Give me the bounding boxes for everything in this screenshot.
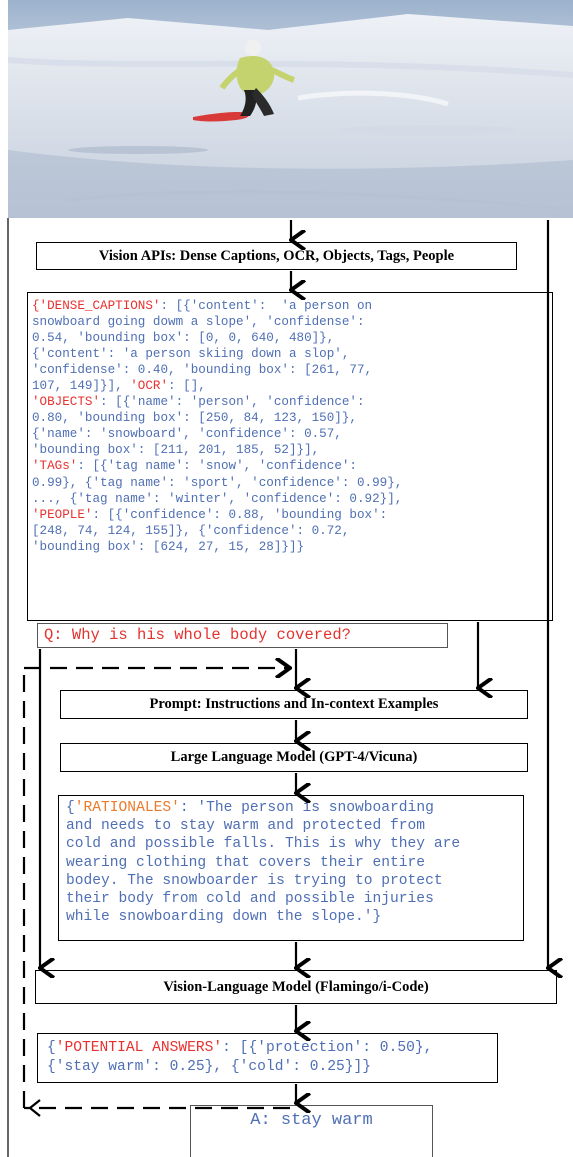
code-text: : [{'confidence': 0.88, 'bounding box':: [92, 507, 388, 522]
vision-apis-box: Vision APIs: Dense Captions, OCR, Object…: [36, 242, 517, 270]
code-line: {'POTENTIAL ANSWERS': [{'protection': 0.…: [47, 1039, 497, 1058]
code-text: 0.54, 'bounding box': [0, 0, 640, 480]},: [32, 331, 335, 346]
code-line: 'confidense': 0.40, 'bounding box': [261…: [32, 362, 552, 378]
code-text: {'content': 'a person skiing down a slop…: [32, 347, 350, 362]
code-text: 'bounding box': [624, 27, 15, 28]}]}: [32, 539, 305, 554]
code-text: {'name': 'snowboard', 'confidence': 0.57…: [32, 427, 342, 442]
code-text: while snowboarding down the slope.'}: [66, 909, 382, 926]
snowboarder-photo: [8, 0, 573, 218]
vlm-box: Vision-Language Model (Flamingo/i-Code): [35, 970, 557, 1004]
code-text: {: [47, 1040, 56, 1056]
code-text: 0.99}, {'tag name': 'sport', 'confidence…: [32, 475, 403, 490]
code-line: 0.99}, {'tag name': 'sport', 'confidence…: [32, 475, 552, 491]
code-line: 'bounding box': [211, 201, 185, 52]}],: [32, 442, 552, 458]
code-text: and needs to stay warm and protected fro…: [66, 818, 426, 835]
code-text: cold and possible falls. This is why the…: [66, 836, 461, 853]
code-line: {'DENSE_CAPTIONS': [{'content': 'a perso…: [32, 298, 552, 314]
code-line: bodey. The snowboarder is trying to prot…: [66, 872, 523, 890]
code-line: 'PEOPLE': [{'confidence': 0.88, 'boundin…: [32, 507, 552, 523]
code-line: and needs to stay warm and protected fro…: [66, 817, 523, 835]
code-text: bodey. The snowboarder is trying to prot…: [66, 872, 443, 889]
code-line: 0.80, 'bounding box': [250, 84, 123, 150…: [32, 410, 552, 426]
prompt-box: Prompt: Instructions and In-context Exam…: [60, 690, 528, 719]
dashed-loop-arrowhead: [28, 1099, 41, 1117]
code-text: {'stay warm': 0.25}, {'cold': 0.25}]}: [47, 1058, 372, 1075]
code-key: 'OCR': [130, 379, 169, 394]
potential-answers-box: {'POTENTIAL ANSWERS': [{'protection': 0.…: [37, 1033, 498, 1083]
code-line: [248, 74, 124, 155]}, {'confidence': 0.7…: [32, 523, 552, 539]
answer-text: A: stay warm: [250, 1111, 373, 1130]
code-key: 'TAGs': [32, 459, 78, 474]
question-text: Q: Why is his whole body covered?: [37, 623, 448, 648]
code-line: {'name': 'snowboard', 'confidence': 0.57…: [32, 426, 552, 442]
code-line: wearing clothing that covers their entir…: [66, 854, 523, 872]
code-line: {'RATIONALES': 'The person is snowboardi…: [66, 799, 523, 817]
code-text: : [{'name': 'person', 'confidence':: [100, 395, 365, 410]
code-line: snowboard going dowm a slope', 'confiden…: [32, 314, 552, 330]
code-text: 0.80, 'bounding box': [250, 84, 123, 150…: [32, 411, 357, 426]
code-text: 'confidense': 0.40, 'bounding box': [261…: [32, 363, 373, 378]
code-line: ..., {'tag name': 'winter', 'confidence'…: [32, 491, 552, 507]
code-text: {: [66, 800, 75, 816]
code-line: 'bounding box': [624, 27, 15, 28]}]}: [32, 539, 552, 555]
code-text: snowboard going dowm a slope', 'confiden…: [32, 315, 365, 330]
code-text: : [{'tag name': 'snow', 'confidence':: [77, 459, 357, 474]
code-key: 'POTENTIAL ANSWERS': [55, 1040, 223, 1056]
vision-apis-label: Vision APIs: Dense Captions, OCR, Object…: [98, 247, 455, 264]
llm-label: Large Language Model (GPT-4/Vicuna): [170, 749, 418, 765]
potential-answers-text: {'POTENTIAL ANSWERS': [{'protection': 0.…: [47, 1039, 497, 1076]
code-line: cold and possible falls. This is why the…: [66, 835, 523, 853]
code-text: : [],: [168, 379, 206, 394]
code-text: ..., {'tag name': 'winter', 'confidence'…: [32, 491, 403, 506]
code-line: their body from cold and possible injuri…: [66, 890, 523, 908]
code-line: 'OBJECTS': [{'name': 'person', 'confiden…: [32, 394, 552, 410]
code-line: {'stay warm': 0.25}, {'cold': 0.25}]}: [47, 1058, 497, 1077]
answer-box: A: stay warm: [190, 1105, 433, 1157]
code-key: {'DENSE_CAPTIONS': [32, 299, 161, 313]
vision-output-text: {'DENSE_CAPTIONS': [{'content': 'a perso…: [32, 298, 552, 555]
llm-box: Large Language Model (GPT-4/Vicuna): [60, 743, 528, 772]
code-text: : [{'protection': 0.50},: [222, 1040, 433, 1056]
code-line: {'content': 'a person skiing down a slop…: [32, 346, 552, 362]
code-text: : [{'content': 'a person on: [160, 299, 373, 313]
code-line: 'TAGs': [{'tag name': 'snow', 'confidenc…: [32, 458, 552, 474]
code-text: : 'The person is snowboarding: [179, 800, 434, 816]
code-text: 107, 149]}],: [32, 379, 131, 394]
vlm-label: Vision-Language Model (Flamingo/i-Code): [163, 978, 429, 995]
code-line: 107, 149]}], 'OCR': [],: [32, 378, 552, 394]
rationale-text: {'RATIONALES': 'The person is snowboardi…: [66, 799, 523, 926]
code-key: 'PEOPLE': [32, 507, 93, 522]
code-text: their body from cold and possible injuri…: [66, 891, 434, 908]
code-key: 'RATIONALES': [74, 800, 180, 816]
code-line: 0.54, 'bounding box': [0, 0, 640, 480]},: [32, 330, 552, 346]
code-text: [248, 74, 124, 155]}, {'confidence': 0.7…: [32, 523, 350, 538]
code-key: 'OBJECTS': [32, 395, 101, 410]
prompt-label: Prompt: Instructions and In-context Exam…: [149, 696, 439, 712]
vision-output-box: {'DENSE_CAPTIONS': [{'content': 'a perso…: [27, 292, 553, 621]
rationale-box: {'RATIONALES': 'The person is snowboardi…: [58, 795, 524, 941]
code-text: wearing clothing that covers their entir…: [66, 854, 426, 871]
code-text: 'bounding box': [211, 201, 185, 52]}],: [32, 443, 320, 458]
code-line: while snowboarding down the slope.'}: [66, 908, 523, 926]
snowboarder-image: [8, 0, 573, 218]
